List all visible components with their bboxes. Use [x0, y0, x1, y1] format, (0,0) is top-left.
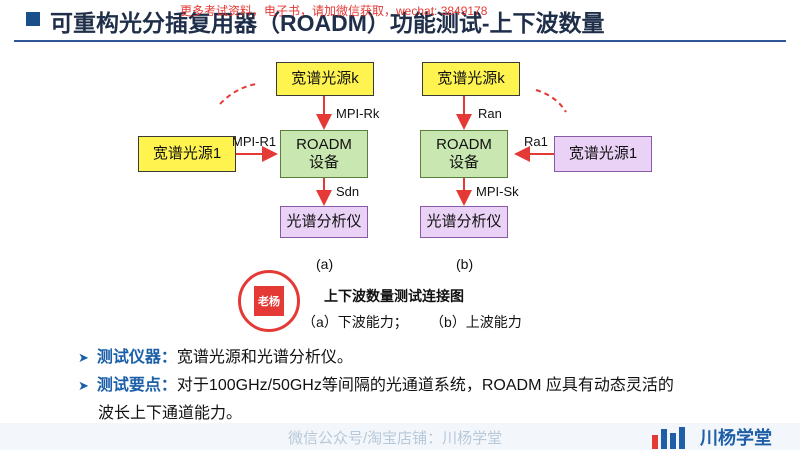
bullet-text: 波长上下通道能力。	[98, 405, 243, 422]
b-label-mpi-sk: MPI-Sk	[476, 184, 519, 199]
figure-caption: 上下波数量测试连接图	[324, 288, 464, 304]
b-broadband-source-1: 宽谱光源1	[554, 136, 652, 172]
b-label-ra1: Ra1	[524, 134, 548, 149]
b-label-ran: Ran	[478, 106, 502, 121]
bullet-instruments: ➤ 测试仪器：宽谱光源和光谱分析仪。	[78, 343, 353, 367]
a-broadband-source-k: 宽谱光源k	[276, 62, 374, 96]
bullet-text: 对于100GHz/50GHz等间隔的光通道系统，ROADM 应具有动态灵活的	[176, 377, 674, 394]
brand-name: 川杨学堂	[700, 428, 772, 448]
triangle-bullet-icon: ➤	[78, 378, 89, 393]
b-broadband-source-k: 宽谱光源k	[422, 62, 520, 96]
a-label-mpi-rk: MPI-Rk	[336, 106, 380, 121]
a-label-sdn: Sdn	[336, 184, 360, 199]
triangle-bullet-icon: ➤	[78, 350, 89, 365]
a-tag: (a)	[316, 256, 334, 272]
a-label-mpi-r1: MPI-R1	[232, 134, 277, 149]
brand-logo-icon	[652, 427, 685, 449]
a-roadm-device: ROADM 设备	[280, 130, 368, 178]
b-tag: (b)	[456, 256, 474, 272]
footer-text: 微信公众号/淘宝店铺：川杨学堂	[288, 430, 503, 447]
bullet-key-points: ➤ 测试要点：对于100GHz/50GHz等间隔的光通道系统，ROADM 应具有动…	[78, 371, 674, 395]
bullet-text: 宽谱光源和光谱分析仪。	[176, 349, 353, 366]
page-title: 可重构光分插复用器（ROADM）功能测试-上下波数量	[50, 10, 605, 36]
figure-sub-a: （a）下波能力；	[302, 314, 408, 330]
bullet-key: 测试仪器：	[96, 349, 177, 366]
a-spectrum-analyzer: 光谱分析仪	[280, 206, 368, 238]
bullet-key: 测试要点：	[96, 377, 177, 394]
title-bullet	[26, 12, 40, 26]
seal-text: 老杨	[254, 286, 284, 316]
top-watermark: 更多考试资料，电子书，请加微信获取，wechat: 3849178	[180, 4, 488, 18]
b-spectrum-analyzer: 光谱分析仪	[420, 206, 508, 238]
title-divider	[14, 40, 786, 42]
figure-sub-b: （b）上波能力	[430, 314, 522, 330]
dashed-arc-b	[535, 89, 567, 113]
dashed-arc-a	[219, 83, 257, 105]
teacher-seal: 老杨	[238, 270, 300, 332]
b-roadm-device: ROADM 设备	[420, 130, 508, 178]
bullet-continuation: 波长上下通道能力。	[98, 399, 242, 423]
a-broadband-source-1: 宽谱光源1	[138, 136, 236, 172]
